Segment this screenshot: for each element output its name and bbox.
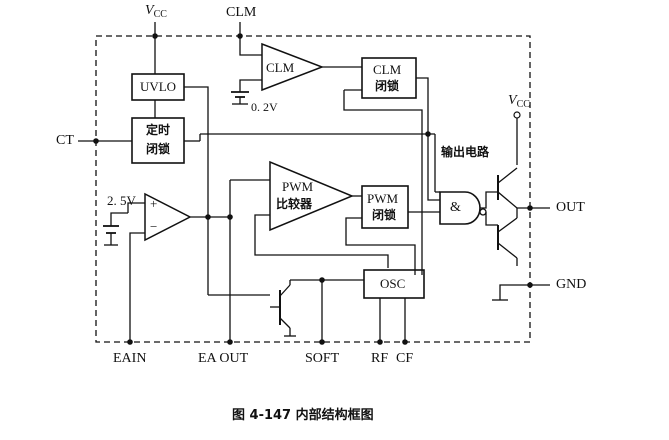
ref-0-2v-label: 0. 2V xyxy=(251,100,278,114)
cf-pin-label: CF xyxy=(396,351,414,366)
ea-out-pin-label: EA OUT xyxy=(198,351,249,366)
ct-pin-label: CT xyxy=(56,133,74,148)
soft-pin-label: SOFT xyxy=(305,351,340,366)
vcc-top-label: VCC xyxy=(145,3,167,20)
clm-latch-label-2: 闭锁 xyxy=(375,79,400,93)
clm-comparator-label: CLM xyxy=(266,60,295,75)
rf-pin-label: RF xyxy=(371,351,389,366)
and-gate-label: & xyxy=(450,200,461,215)
uvlo-block-label: UVLO xyxy=(139,79,177,94)
out-pin-label: OUT xyxy=(556,200,585,215)
ref-2-5v-label: 2. 5V xyxy=(107,193,136,208)
output-circuit-label: 输出电路 xyxy=(441,145,490,159)
vcc-right-label: VCC xyxy=(508,93,530,110)
eain-pin-label: EAIN xyxy=(113,351,147,366)
figure-caption: 图 4-147 内部结构框图 xyxy=(232,408,374,423)
timer-latch-label-1: 定时 xyxy=(146,123,171,137)
timer-latch-label-2: 闭锁 xyxy=(146,142,171,156)
pwm-latch-label-2: 闭锁 xyxy=(372,208,397,222)
clm-latch-label-1: CLM xyxy=(373,62,402,77)
error-amp-minus: − xyxy=(150,219,158,234)
pwm-comparator-label-1: PWM xyxy=(282,179,314,194)
pwm-comparator-label-2: 比较器 xyxy=(276,197,313,211)
pwm-latch-label-1: PWM xyxy=(367,191,399,206)
osc-block-label: OSC xyxy=(380,276,406,291)
gnd-pin-label: GND xyxy=(556,277,587,292)
error-amp-plus: + xyxy=(150,196,158,211)
clm-pin-label: CLM xyxy=(226,5,257,20)
